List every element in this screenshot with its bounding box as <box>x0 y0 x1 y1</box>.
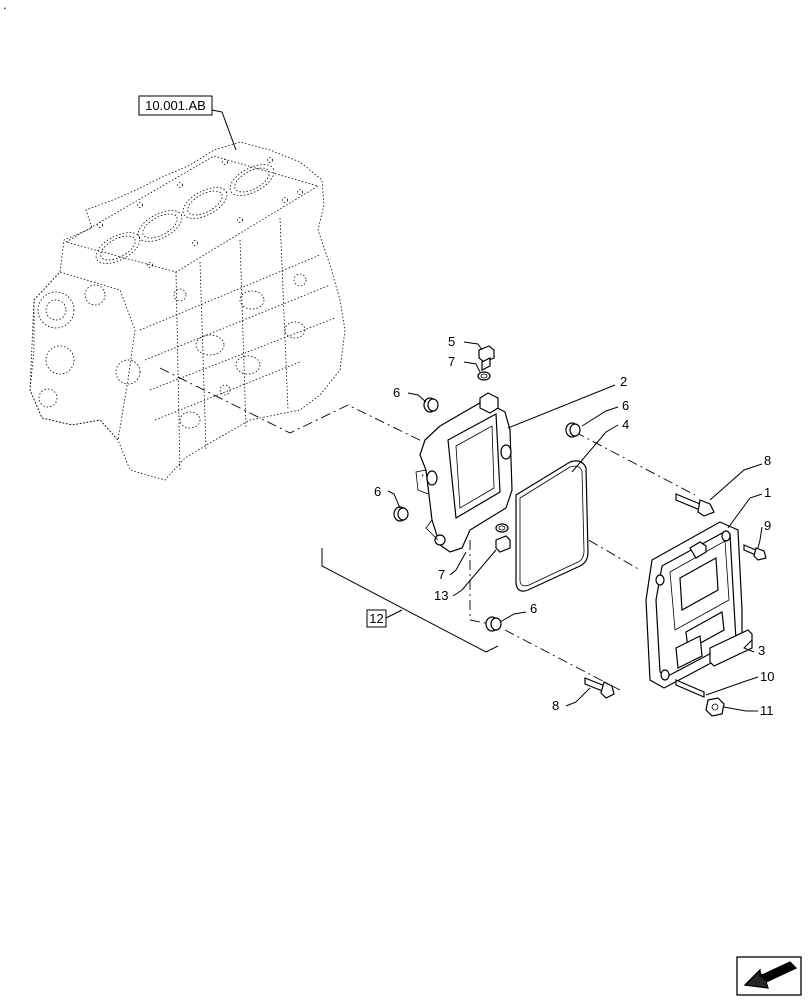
callout-3: 3 <box>758 643 765 658</box>
reference-box-group[interactable]: 12 <box>366 609 387 628</box>
group-ref-label: 12 <box>369 611 383 626</box>
callout-13: 13 <box>434 588 448 603</box>
grommet-lower <box>485 616 502 632</box>
callout-6-upper-right: 6 <box>622 398 629 413</box>
callout-4: 4 <box>622 417 629 432</box>
grommet-lower-left <box>393 506 409 522</box>
ecu-gasket <box>515 460 589 592</box>
corner-mark: . <box>3 0 7 12</box>
callout-6-lower-left: 6 <box>374 484 381 499</box>
callout-2: 2 <box>620 374 627 389</box>
callout-1: 1 <box>764 485 771 500</box>
callout-10: 10 <box>760 669 774 684</box>
callout-8-lower: 8 <box>552 698 559 713</box>
connector-cover <box>709 629 753 667</box>
callout-11: 11 <box>760 703 774 718</box>
reference-box-block[interactable]: 10.001.AB <box>138 95 213 116</box>
callout-5: 5 <box>448 334 455 349</box>
callout-6-lower: 6 <box>530 601 537 616</box>
group-bracket <box>321 548 499 653</box>
block-ref-label: 10.001.AB <box>145 98 206 113</box>
callout-7-upper: 7 <box>448 354 455 369</box>
callout-labels: 5 7 2 6 6 4 6 8 1 9 7 13 6 3 10 11 8 <box>374 334 774 718</box>
callout-6-upper-left: 6 <box>393 385 400 400</box>
callout-7-lower: 7 <box>438 567 445 582</box>
grommet-upper-right <box>565 422 581 438</box>
ecu-mounting-bracket <box>415 392 513 553</box>
small-parts <box>393 345 767 717</box>
ecu-module <box>645 521 743 689</box>
grommet-upper-left <box>423 397 439 413</box>
callout-8-upper: 8 <box>764 453 771 468</box>
leader-lines <box>211 109 763 712</box>
callout-9: 9 <box>764 518 771 533</box>
engine-block <box>29 141 346 481</box>
next-page-arrow-icon[interactable] <box>736 956 802 996</box>
